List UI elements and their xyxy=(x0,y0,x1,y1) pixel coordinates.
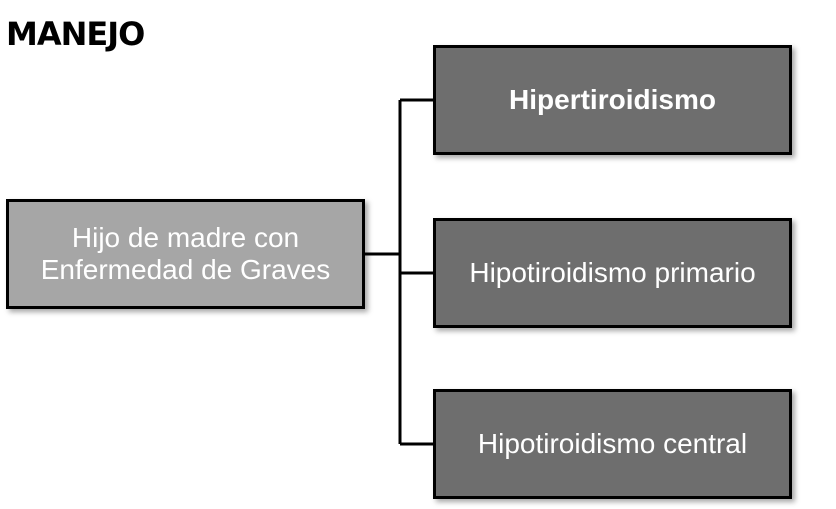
source-node-line-1: Hijo de madre con xyxy=(71,222,300,253)
source-node-box: Hijo de madre con Enfermedad de Graves xyxy=(6,199,365,309)
target-node-hipotiroidismo-primario: Hipotiroidismo primario xyxy=(433,218,792,328)
target-node-hipertiroidismo: Hipertiroidismo xyxy=(433,45,792,155)
source-node-line-2: Enfermedad de Graves xyxy=(40,254,331,285)
target-node-label: Hipertiroidismo xyxy=(509,84,716,115)
target-node-label: Hipotiroidismo central xyxy=(477,428,748,459)
source-node-label: Hijo de madre con Enfermedad de Graves xyxy=(41,222,331,286)
target-node-hipotiroidismo-central: Hipotiroidismo central xyxy=(433,389,792,499)
page-title: MANEJO xyxy=(6,15,145,53)
target-node-label: Hipotiroidismo primario xyxy=(469,257,756,288)
